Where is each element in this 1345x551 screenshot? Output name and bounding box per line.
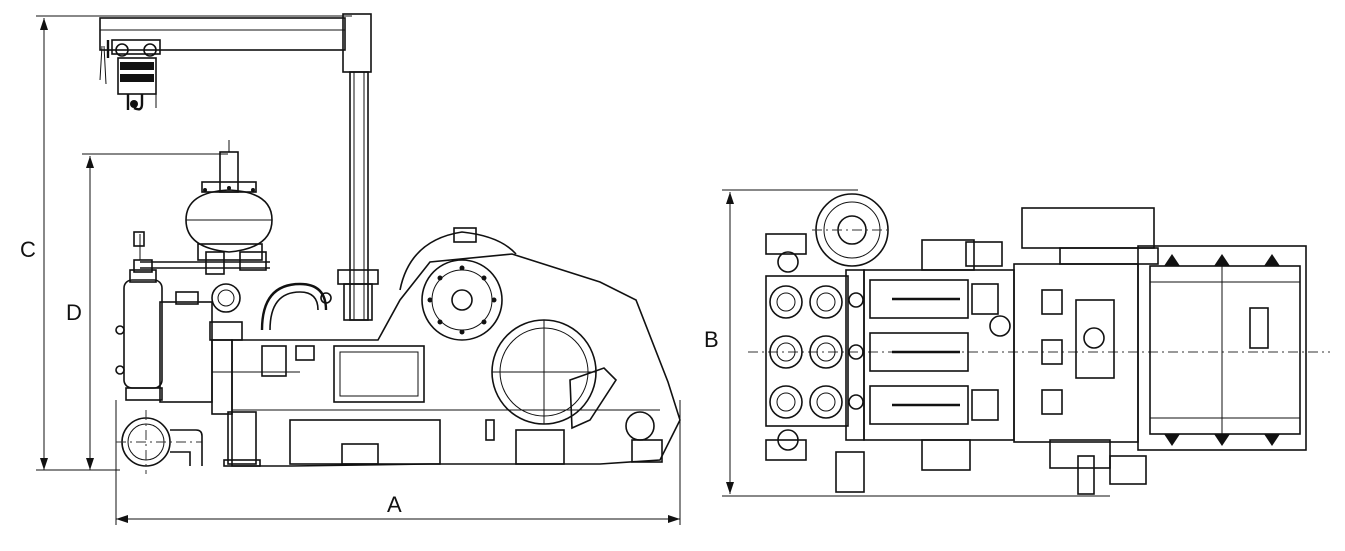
power-end-plan: [1013, 207, 1159, 495]
suction-flange: [116, 410, 203, 474]
fluid-modules: [765, 233, 865, 461]
side-elevation-view: C D A: [20, 13, 681, 525]
crankcase-cover: [399, 227, 517, 341]
dampener-flange-top: [812, 193, 892, 267]
dimension-a-label: A: [387, 492, 402, 517]
discharge-hose: [260, 282, 328, 331]
pulsation-dampener: [140, 140, 273, 275]
dimension-d: D: [66, 153, 228, 470]
power-end-frame: [223, 253, 681, 467]
dimension-a: A: [115, 400, 681, 525]
dimension-c-label: C: [20, 237, 36, 262]
dimension-c: C: [20, 15, 352, 471]
dimension-b: B: [704, 189, 1110, 497]
gear-housing-plan: [1137, 245, 1307, 451]
dimension-d-label: D: [66, 300, 82, 325]
jib-crane: [99, 13, 379, 321]
plan-view: B: [704, 189, 1330, 497]
bull-gear-housing: [491, 319, 655, 441]
dimension-b-label: B: [704, 327, 719, 352]
suction-stabilizer: [115, 231, 163, 401]
crosshead-section: [835, 239, 1015, 493]
fluid-end: [159, 283, 300, 415]
